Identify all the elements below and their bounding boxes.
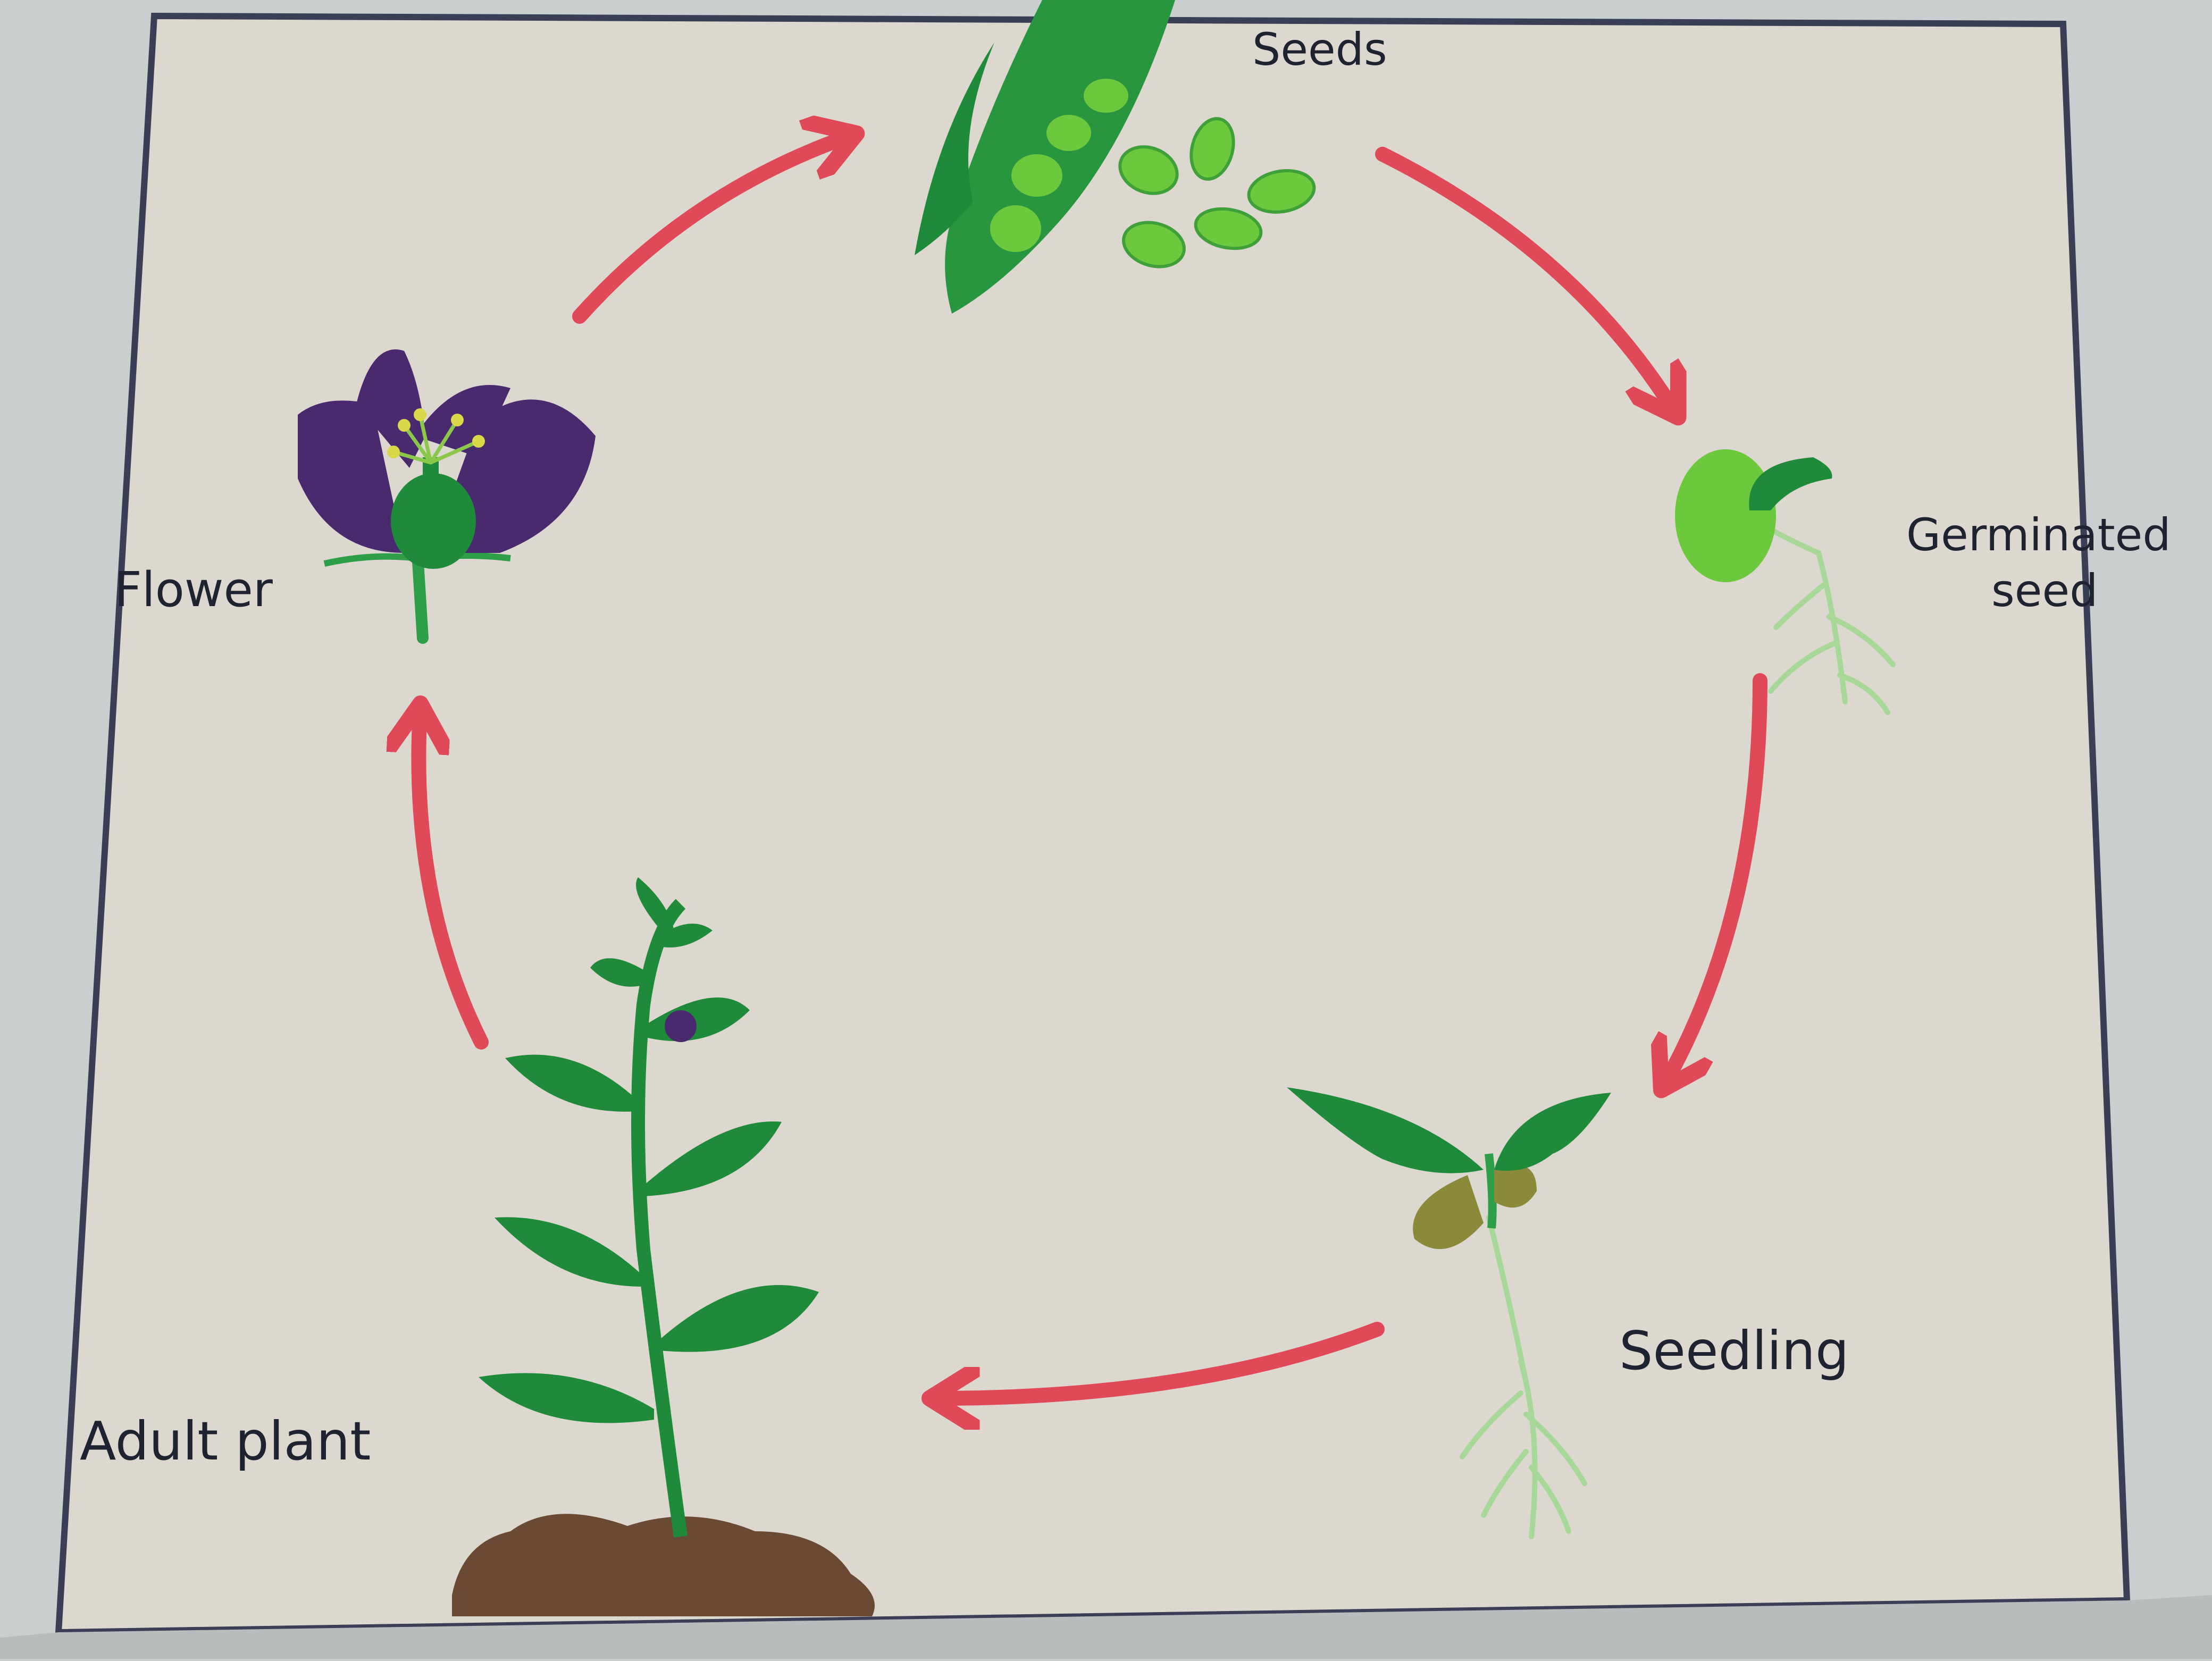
seed-pod-icon [915, 0, 1175, 314]
label-seedling: Seedling [1619, 1320, 1849, 1382]
flower-icon [298, 349, 596, 644]
label-seeds: Seeds [1252, 23, 1387, 76]
arrow-seeds-to-germinated [1375, 147, 1675, 412]
arrow-adult-to-flower [418, 710, 489, 1050]
label-adult-plant: Adult plant [80, 1410, 371, 1472]
germinated-seed-icon [1675, 449, 1896, 715]
loose-seeds-icon [1118, 117, 1316, 269]
arrow-flower-to-seeds [572, 136, 851, 324]
adult-plant-icon [452, 877, 875, 1616]
label-flower: Flower [114, 562, 273, 618]
page-shadow-edge [0, 1595, 2212, 1659]
cycle-arrows [418, 136, 1767, 1398]
arrow-germinated-to-seedling [1664, 673, 1767, 1085]
seedling-icon [1287, 1087, 1611, 1539]
label-germinated-line1: Germinated [1906, 509, 2171, 561]
label-germinated-line2: seed [1991, 565, 2098, 617]
arrow-seedling-to-adult [936, 1322, 1385, 1398]
